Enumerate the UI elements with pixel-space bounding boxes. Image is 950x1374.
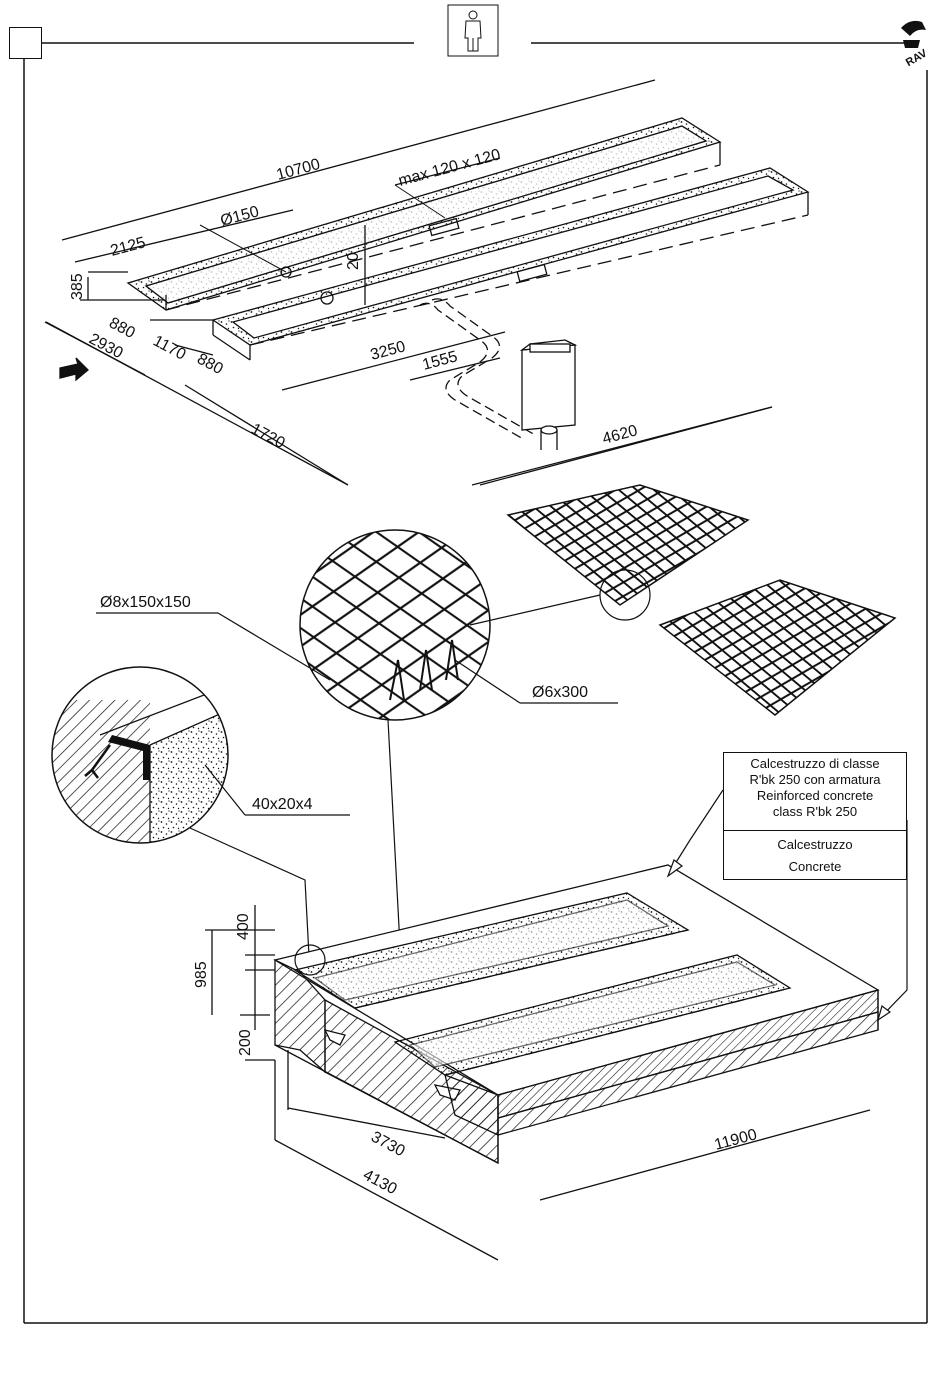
- dim-20: 20: [345, 252, 362, 270]
- dim-phi150: Ø150: [219, 203, 261, 230]
- mesh-detail-circle: [290, 520, 500, 730]
- person-icon: [448, 5, 498, 56]
- brand-logo: RAV: [901, 21, 930, 69]
- legend-line: Calcestruzzo di classe: [724, 756, 906, 772]
- dim-10700: 10700: [275, 156, 322, 184]
- dim-1720: 1720: [248, 421, 287, 453]
- page-number-box: [9, 27, 42, 59]
- dim-985: 985: [193, 961, 210, 988]
- dim-3250: 3250: [369, 338, 408, 364]
- dim-3730: 3730: [368, 1129, 407, 1161]
- angle-detail-circle: [40, 667, 240, 860]
- dim-400: 400: [235, 913, 252, 940]
- dim-880-b: 880: [194, 351, 226, 379]
- dim-1170: 1170: [150, 333, 188, 364]
- dim-11900: 11900: [713, 1126, 759, 1154]
- legend-plain-concrete: Calcestruzzo Concrete: [724, 831, 906, 884]
- dim-4130: 4130: [360, 1167, 399, 1199]
- legend-reinforced-concrete: Calcestruzzo di classe R'bk 250 con arma…: [724, 753, 906, 831]
- mesh-panel-lower: [660, 580, 895, 715]
- dim-385: 385: [69, 273, 86, 300]
- mesh-panel-upper: [508, 485, 748, 605]
- material-legend: Calcestruzzo di classe R'bk 250 con arma…: [723, 752, 907, 880]
- legend-line: class R'bk 250: [724, 804, 906, 820]
- dim-2125: 2125: [109, 234, 148, 260]
- arrow-icon: [60, 358, 88, 380]
- legend-line: R'bk 250 con armatura: [724, 772, 906, 788]
- callout-mesh: Ø8x150x150: [100, 594, 191, 611]
- pit-isometric-view: [205, 865, 878, 1260]
- dim-880-a: 880: [106, 315, 138, 343]
- legend-line: Calcestruzzo: [724, 834, 906, 856]
- legend-line: Concrete: [724, 856, 906, 878]
- callout-angle: 40x20x4: [252, 796, 313, 813]
- svg-text:RAV: RAV: [904, 47, 930, 69]
- pit-plan-view: [45, 80, 808, 485]
- legend-line: Reinforced concrete: [724, 788, 906, 804]
- callout-bars: Ø6x300: [532, 684, 588, 701]
- dim-200: 200: [237, 1029, 254, 1056]
